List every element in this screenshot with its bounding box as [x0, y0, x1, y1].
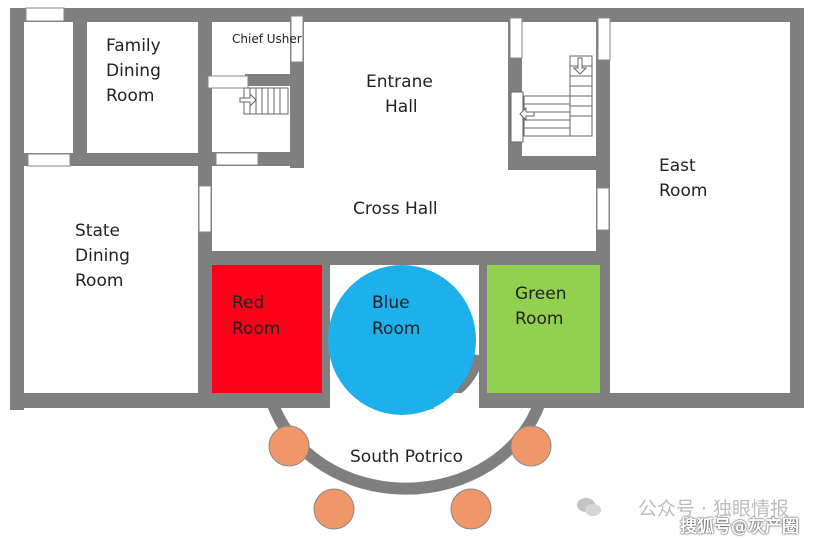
column [510, 425, 552, 467]
doorways [25, 7, 611, 233]
red-room-label: Red Room [232, 293, 280, 339]
watermark-sohu: 搜狐号@灰产圈 [680, 517, 799, 537]
east-room-label: East Room [659, 156, 707, 201]
blue-room-label: Blue Room [372, 293, 420, 339]
state-dining-label: State Dining Room [75, 221, 135, 291]
blue-room-fill [328, 265, 476, 415]
red-room-fill [208, 265, 322, 393]
south-portico-arc [266, 400, 546, 495]
green-room-label: Green Room [515, 284, 572, 329]
watermark-wechat: 公众号 · 独眼情报 [637, 498, 789, 520]
portico-columns [268, 425, 552, 530]
south-portico-label: South Potrico [350, 447, 463, 467]
wechat-icon [577, 498, 601, 516]
column [268, 425, 310, 467]
green-room-fill [487, 265, 600, 393]
family-dining-label: Family Dining Room [106, 36, 166, 106]
chief-usher-label: Chief Usher [232, 32, 302, 46]
staircase-east [510, 55, 593, 143]
entrance-hall-label: Entrane Hall [366, 72, 438, 117]
staircase-west [239, 87, 289, 115]
column [450, 488, 492, 530]
column [313, 488, 355, 530]
cross-hall-label: Cross Hall [353, 199, 438, 219]
